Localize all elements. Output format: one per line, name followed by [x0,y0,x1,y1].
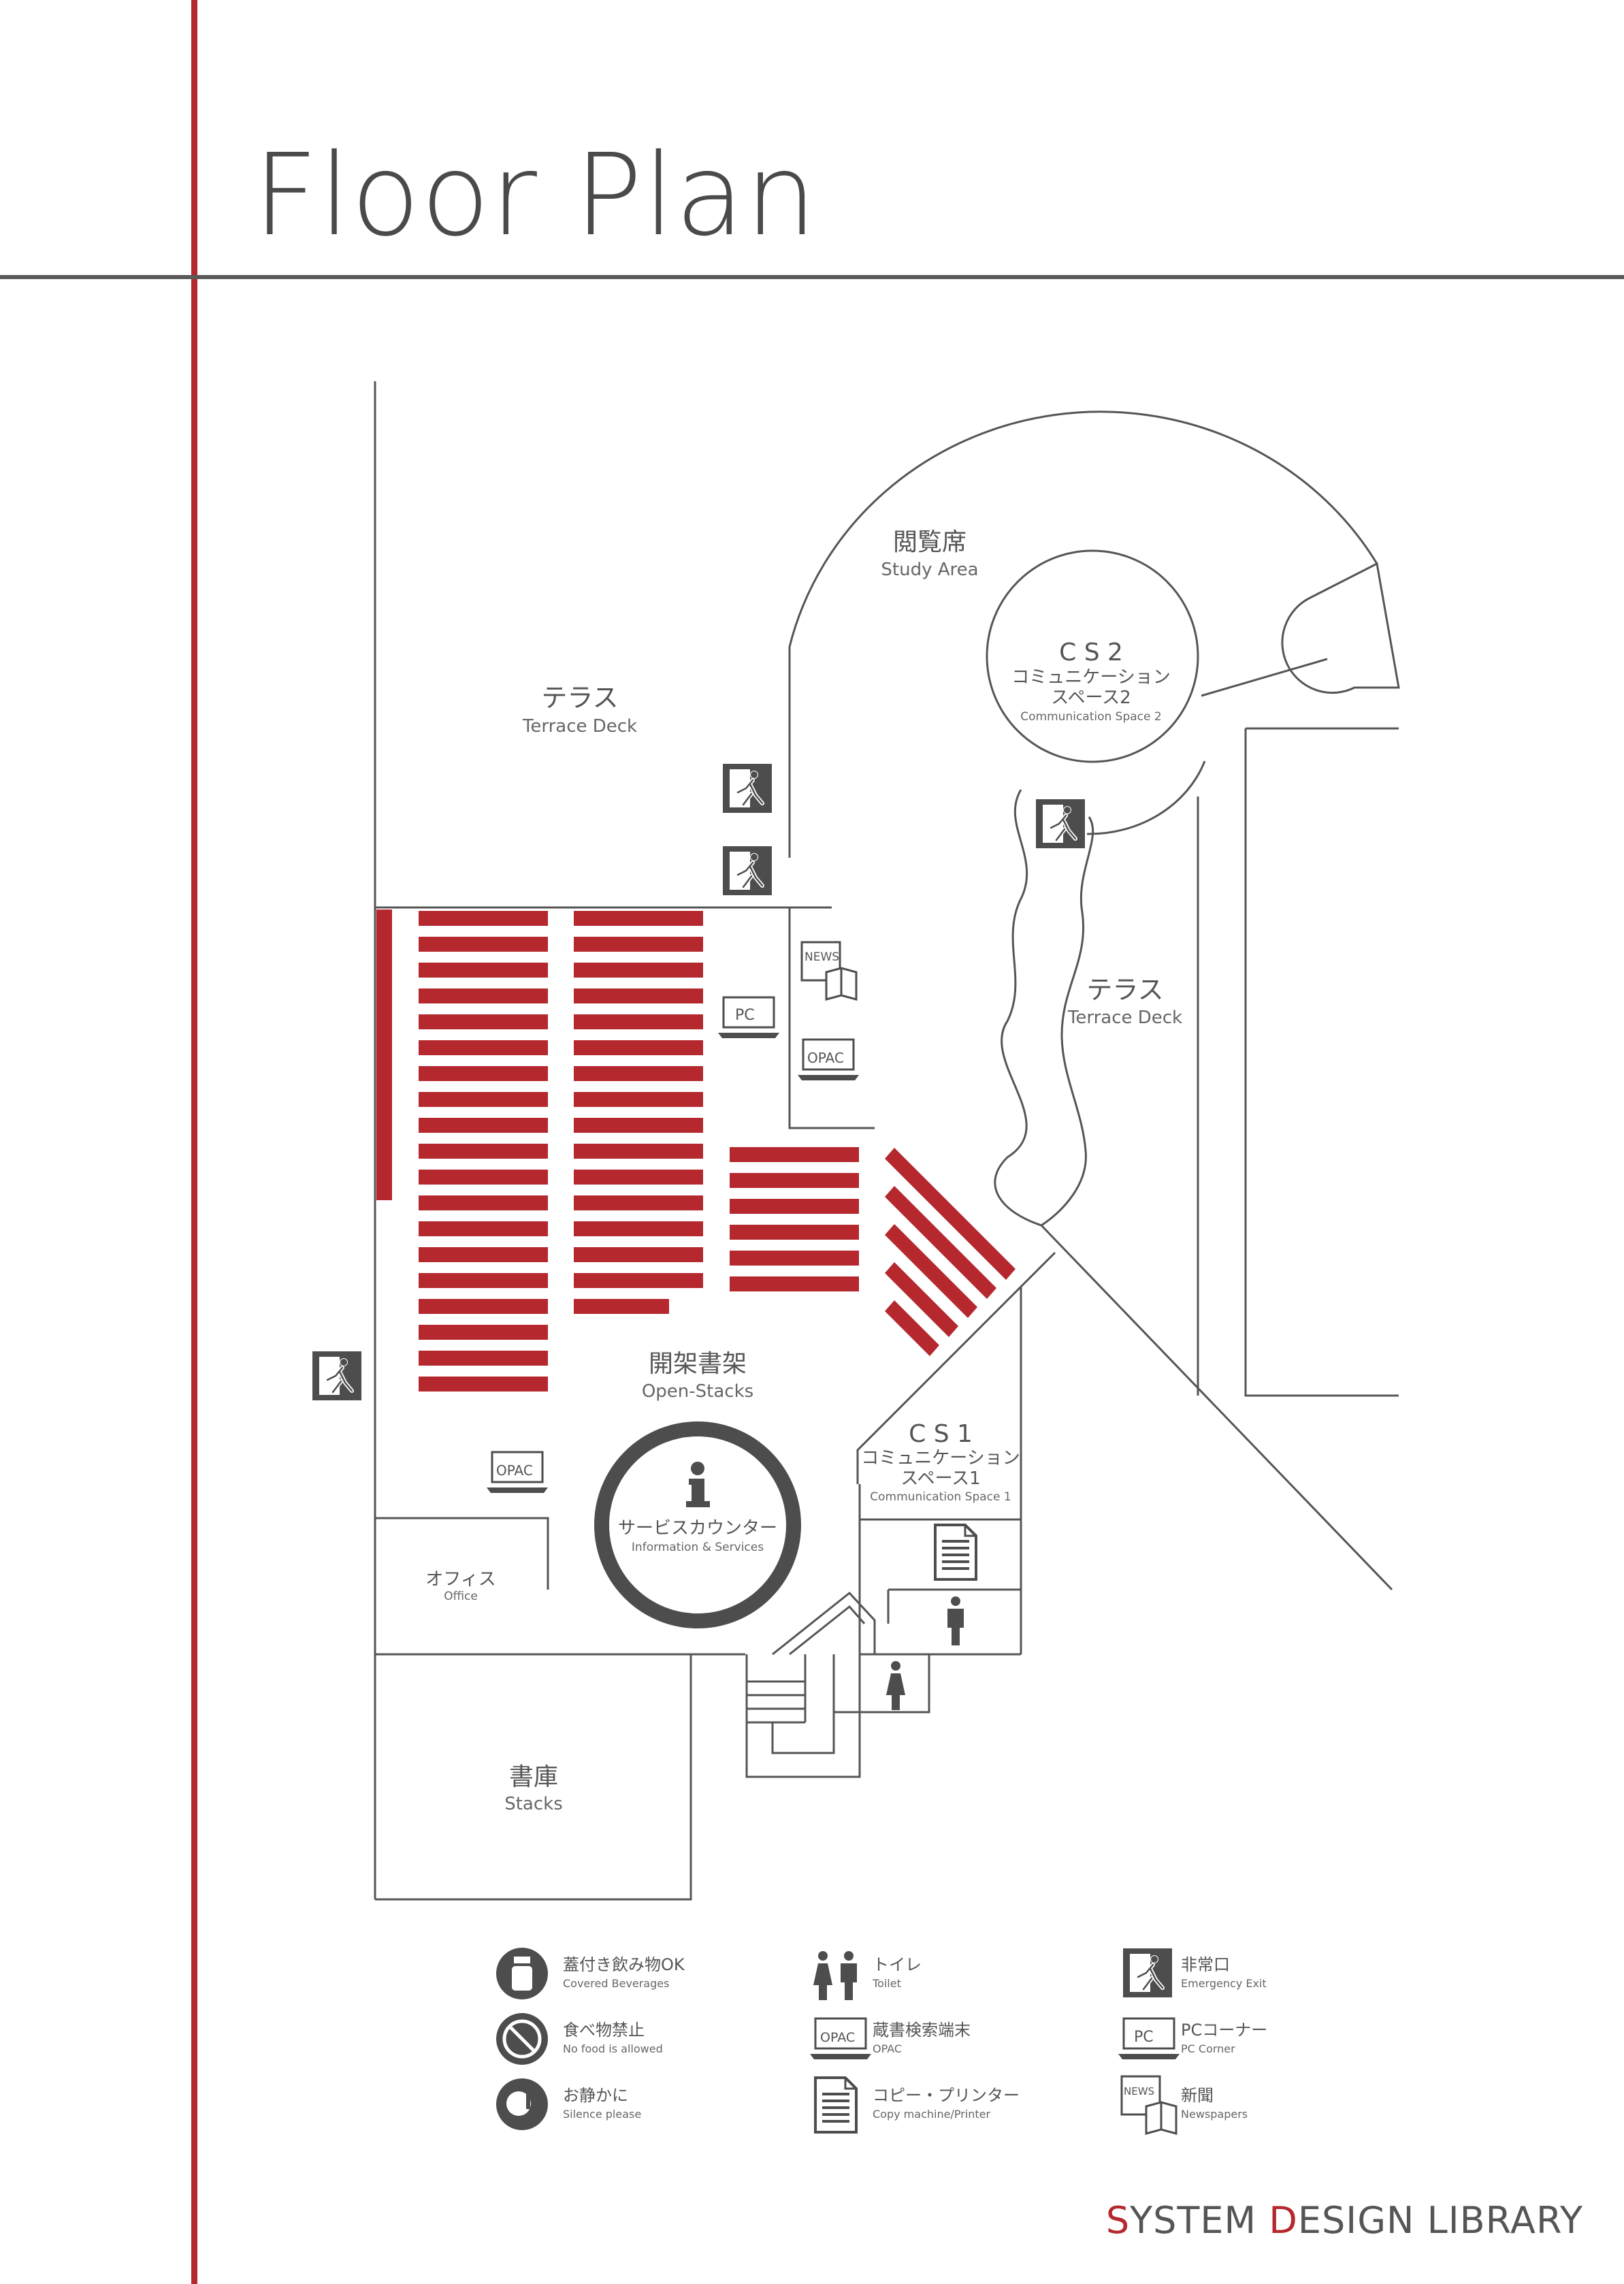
service-counter-label: サービスカウンター [618,1518,777,1539]
svg-text:お静かに: お静かに [563,2086,628,2105]
legend-copy: コピー・プリンター Copy machine/Printer [814,2076,1020,2134]
man-icon [947,1596,964,1645]
study-area-label-en: Study Area [881,560,978,580]
svg-text:蔵書検索端末: 蔵書検索端末 [873,2021,971,2040]
opac-tag: OPAC [807,1050,844,1066]
legend-opac: OPAC 蔵書検索端末 OPAC [809,2017,971,2061]
info-icon [686,1462,710,1507]
bookshelves [376,910,1016,1392]
svg-text:Emergency Exit: Emergency Exit [1181,1977,1267,1990]
svg-text:非常口: 非常口 [1181,1955,1230,1974]
room-labels: 閲覧席 Study Area C S 2 コミュニケーション スペース2 Com… [425,528,1182,1814]
shelf-column-3 [730,1147,859,1291]
exit-icon [723,764,772,813]
legend-beverages: 蓋付き飲み物OK Covered Beverages [496,1948,685,1999]
cs1-label-en: Communication Space 1 [870,1490,1011,1504]
exit-icon [723,846,772,895]
cs2-code: C S 2 [1059,639,1123,666]
cs1-code: C S 1 [909,1420,973,1448]
open-stacks-label-en: Open-Stacks [642,1381,753,1402]
cs2-label-2: スペース2 [1051,688,1131,708]
service-counter-ring [594,1421,801,1628]
legend: 蓋付き飲み物OK Covered Beverages 食べ物禁止 No food… [496,1948,1267,2135]
shelf-column-1 [419,911,548,1392]
pc-tag: PC [735,1007,755,1024]
terrace-right-label-en: Terrace Deck [1067,1008,1182,1028]
svg-text:PC Corner: PC Corner [1181,2042,1235,2055]
page-title: Floor Plan [253,130,817,261]
stacks-label-en: Stacks [504,1794,563,1814]
svg-text:食べ物禁止: 食べ物禁止 [563,2021,645,2040]
document-icon [814,2076,858,2134]
cs1-label-2: スペース1 [900,1468,980,1489]
study-area-label: 閲覧席 [893,528,967,556]
legend-news: NEWS 新聞 Newspapers [1120,2075,1248,2135]
document-icon [934,1524,977,1581]
woman-icon [886,1661,905,1710]
cs2-label-en: Communication Space 2 [1020,710,1161,724]
exit-icon [1036,799,1085,848]
news-tag: NEWS [805,950,839,964]
svg-text:PC: PC [1134,2029,1154,2046]
office-label-en: Office [444,1590,478,1603]
office-label: オフィス [425,1569,496,1590]
cs1-label: コミュニケーション [861,1448,1020,1468]
legend-exit: 非常口 Emergency Exit [1123,1948,1267,1997]
cs2-label: コミュニケーション [1011,667,1170,688]
shelf-diagonal [885,1148,1016,1356]
svg-text:新聞: 新聞 [1181,2086,1214,2105]
svg-text:PCコーナー: PCコーナー [1181,2021,1267,2040]
brand-logo: SYSTEM DESIGN LIBRARY [1105,2199,1583,2242]
service-counter-label-en: Information & Services [632,1541,764,1554]
svg-text:NEWS: NEWS [1124,2085,1154,2097]
legend-toilet: トイレ Toilet [813,1951,922,2000]
svg-text:Toilet: Toilet [872,1977,901,1990]
stacks-label: 書庫 [509,1763,558,1791]
svg-text:コピー・プリンター: コピー・プリンター [873,2086,1020,2105]
svg-text:Covered Beverages: Covered Beverages [563,1977,669,1990]
svg-text:Copy machine/Printer: Copy machine/Printer [873,2108,990,2121]
svg-text:No food is allowed: No food is allowed [563,2042,663,2055]
svg-text:OPAC: OPAC [873,2042,902,2055]
svg-text:Silence please: Silence please [563,2108,641,2121]
exit-icon [1123,1948,1172,1997]
terrace-left-label-en: Terrace Deck [522,716,637,737]
walls [374,381,1400,1901]
svg-text:トイレ: トイレ [873,1955,922,1974]
exit-icon [312,1351,361,1400]
terrace-right-label: テラス [1086,975,1163,1005]
opac-tag: OPAC [496,1462,533,1479]
svg-text:OPAC: OPAC [820,2030,855,2045]
terrace-left-label: テラス [541,683,618,713]
left-red-bar [191,0,197,2284]
shelf-column-2 [574,911,703,1314]
header-divider [0,275,1624,279]
legend-silence: お静かに Silence please [496,2078,641,2130]
legend-pc: PC PCコーナー PC Corner [1117,2017,1267,2061]
toilet-icon [813,1951,832,2000]
svg-text:Newspapers: Newspapers [1181,2108,1248,2121]
legend-nofood: 食べ物禁止 No food is allowed [496,2013,663,2065]
svg-text:蓋付き飲み物OK: 蓋付き飲み物OK [563,1955,685,1974]
open-stacks-label: 開架書架 [649,1350,747,1378]
